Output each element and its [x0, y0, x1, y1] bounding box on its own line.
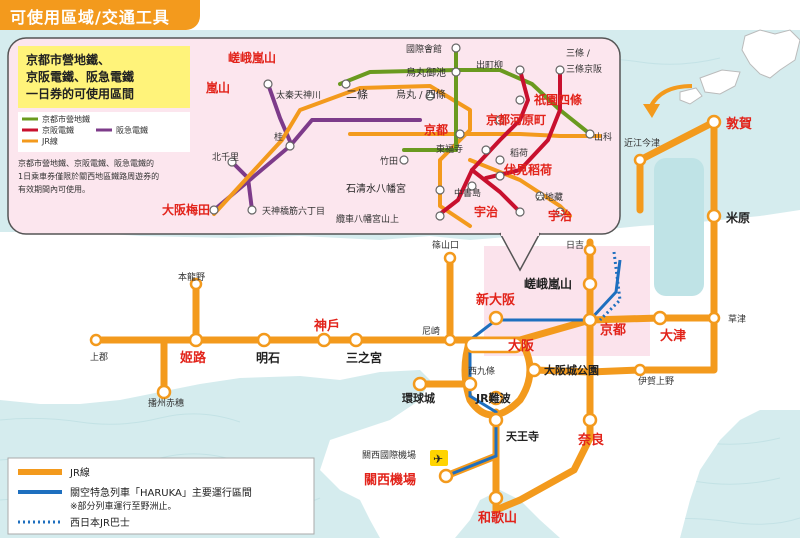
- inset-note-line3: 有效期間內可使用。: [18, 184, 90, 194]
- header-bar: 可使用區域/交通工具: [0, 0, 800, 30]
- station-fushimi-inari: 伏見稻荷: [504, 162, 552, 177]
- station-osakajokoen: 大阪城公園: [544, 363, 599, 377]
- station-kyoto-kawaramachi: 京都河原町: [486, 112, 546, 127]
- station-maibara: 米原: [726, 210, 750, 225]
- station-inari: 稻荷: [510, 148, 528, 159]
- station-yamashina: 山科: [594, 131, 612, 143]
- ticket-title-line1: 京都市營地鐵、: [26, 52, 110, 67]
- legend-jr-line: JR線: [69, 466, 90, 479]
- station-kamigori: 上郡: [90, 352, 108, 363]
- station-iga-ueno: 伊賀上野: [638, 375, 674, 387]
- station-akashi: 明石: [256, 351, 280, 365]
- svg-text:✈: ✈: [433, 452, 443, 466]
- hankyu-arashiyama-branch: [266, 82, 294, 148]
- station-uji-jr: 宇治: [548, 208, 572, 223]
- page-title: 可使用區域/交通工具: [10, 8, 170, 27]
- station-iwashimizu: 石清水八幡宮: [346, 182, 406, 195]
- legend-hankyu-label: 阪急電鐵: [116, 125, 148, 135]
- station-uji-keihan: 宇治: [474, 204, 498, 219]
- header-tab: 可使用區域/交通工具: [0, 0, 200, 30]
- legend-haruka-note: ※部分列車運行至野洲止。: [70, 500, 177, 512]
- station-osaka: 大阪: [508, 338, 535, 354]
- japan-outline-icon: [679, 29, 800, 105]
- station-kokusai: 國際會館: [406, 43, 442, 55]
- inset-note-line1: 京都市營地鐵、京阪電鐵、阪急電鐵的: [18, 158, 154, 168]
- station-sannomiya: 三之宮: [346, 350, 382, 365]
- station-hieizan: 日吉: [566, 240, 584, 251]
- station-kyoto-inset: 京都: [424, 122, 448, 137]
- jr-line-osakajo: [530, 366, 594, 376]
- station-shin-osaka: 新大阪: [476, 292, 516, 308]
- station-saga-arashiyama-inset: 嵯峨嵐山: [228, 50, 276, 65]
- inset-lines: [212, 46, 602, 228]
- jr-line-west: [92, 118, 718, 344]
- station-omi-imazu: 近江今津: [624, 137, 660, 149]
- station-karasuma-shijo: 烏丸 / 四條: [396, 88, 446, 101]
- station-otsu: 大津: [660, 328, 686, 344]
- station-kintetsu-yawata: 纜車八幡宮山上: [336, 213, 399, 225]
- ticket-title-box: [18, 46, 190, 108]
- hankyu-line: [212, 118, 422, 212]
- main-station-labels: 敦賀 近江今津 米原 草津 大津 伊賀上野 日吉 嵯峨嵐山 京都 新大阪 大阪 …: [90, 116, 752, 526]
- legend-subway-label: 京都市營地鐵: [42, 114, 90, 124]
- station-nara: 奈良: [577, 432, 604, 448]
- legend-keihan-label: 京阪電鐵: [42, 125, 74, 135]
- arrow-head: [643, 104, 660, 118]
- station-harima-ako: 播州赤穗: [148, 397, 184, 409]
- station-kusatsu: 草津: [728, 313, 746, 325]
- legend-bus: 西日本JR巴士: [70, 516, 130, 529]
- inset-note-line2: 1日乘車券僅限於關西地區鐵路周遊券的: [18, 171, 159, 181]
- jr-bus-line: [598, 251, 622, 322]
- station-kyoto-main: 京都: [600, 322, 626, 338]
- osaka-station-box: [464, 336, 524, 354]
- airplane-icon: ✈: [430, 450, 448, 466]
- station-saga-arashiyama-main: 嵯峨嵐山: [524, 276, 572, 291]
- station-arashiyama: 嵐山: [206, 80, 230, 95]
- station-kitasenri: 北千里: [212, 152, 239, 163]
- inset-pointer: [499, 232, 541, 272]
- station-uzumasa: 太秦天神川: [276, 89, 321, 101]
- station-tofukuji: 東福寺: [436, 143, 463, 155]
- ticket-title-line2: 京阪電鐵、阪急電鐵: [26, 69, 134, 84]
- station-wakayama: 和歌山: [478, 510, 517, 526]
- station-karasuma-oike: 烏丸御池: [406, 66, 446, 79]
- station-tenjinbashi: 天神橋筋六丁目: [262, 205, 325, 217]
- inset-jr-line: [212, 84, 472, 228]
- station-jr-namba: JR難波: [475, 391, 512, 405]
- station-rokujizo: 六地藏: [536, 191, 563, 203]
- station-himeji: 姬路: [180, 350, 207, 366]
- keihan-main-line: [438, 68, 530, 216]
- ticket-title-line3: 一日券的可使用區間: [26, 86, 134, 101]
- jr-line-kusatsu-nara: [586, 314, 718, 376]
- station-kansai-airport: 關西機場: [364, 472, 416, 488]
- station-nijo: 二條: [346, 87, 368, 101]
- station-gion-shijo: 祇園四條: [533, 92, 583, 107]
- inset-legend-box: [18, 112, 190, 152]
- station-tsuruga: 敦賀: [726, 116, 752, 132]
- legend-haruka: 關空特急列車「HARUKA」主要運行區間: [70, 486, 252, 499]
- station-sanjo2: 三條京阪: [566, 63, 602, 75]
- station-tennoji: 天王寺: [506, 429, 539, 443]
- inset-station-labels: 國際會館 出町柳 三條 / 三條京阪 嵯峨嵐山 嵐山 太秦天神川 二條 烏丸御池…: [162, 43, 612, 225]
- station-nishikujo: 西九條: [468, 365, 495, 377]
- legend-jr-label: JR線: [41, 136, 58, 146]
- inset-station-dots: [209, 43, 595, 221]
- station-kobe: 神戶: [314, 318, 340, 334]
- station-takeda: 竹田: [380, 155, 398, 167]
- station-motoyama: 本龍野: [178, 271, 205, 283]
- station-chushojima: 中書島: [454, 187, 481, 199]
- station-katsura: 桂: [274, 131, 283, 143]
- station-demachiyanagi: 出町柳: [476, 59, 503, 71]
- station-sanjo: 三條 /: [566, 47, 591, 59]
- station-osaka-umeda: 大阪梅田: [162, 202, 210, 217]
- station-kansai-airport-label: 關西國際機場: [362, 449, 416, 461]
- station-kankyujo: 環球城: [402, 391, 435, 405]
- station-sasayamaguchi: 篠山口: [432, 239, 459, 251]
- lake-biwa: [654, 158, 704, 296]
- jr-line-nara-wakayama: [492, 434, 594, 514]
- station-amagasaki: 尼崎: [422, 325, 440, 337]
